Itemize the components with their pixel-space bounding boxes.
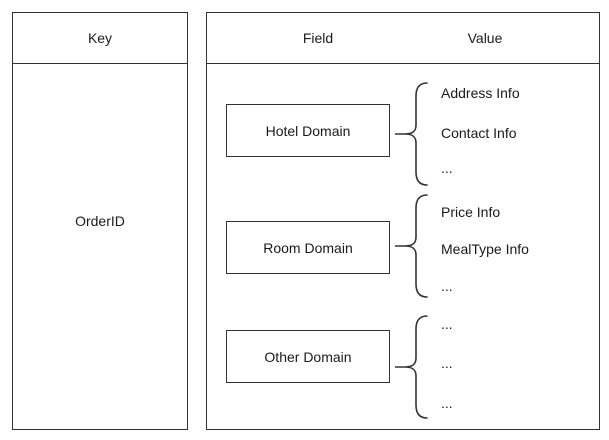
key-value-orderid: OrderID (75, 213, 125, 229)
brace-icon (395, 315, 428, 419)
field-value-panel: Field Value Hotel Domain Address Info Co… (206, 12, 600, 430)
value-item: MealType Info (441, 241, 529, 257)
field-box-hotel-domain: Hotel Domain (226, 104, 390, 157)
field-column-header: Field (302, 30, 334, 46)
value-item: Contact Info (441, 125, 517, 141)
brace-icon (395, 82, 428, 186)
value-column-header: Value (467, 30, 503, 46)
key-header-label: Key (87, 30, 113, 46)
brace-icon (395, 194, 428, 298)
value-item-ellipsis: ... (441, 355, 453, 371)
field-box-other-domain: Other Domain (226, 330, 390, 383)
field-box-room-domain: Room Domain (226, 221, 390, 274)
value-item: Address Info (441, 85, 520, 101)
field-box-room-domain-label: Room Domain (263, 239, 353, 256)
value-item-ellipsis: ... (441, 395, 453, 411)
field-value-panel-header: Field Value (207, 13, 599, 64)
value-item-ellipsis: ... (441, 160, 453, 176)
field-box-other-domain-label: Other Domain (264, 348, 352, 365)
key-panel: Key OrderID (12, 12, 188, 430)
key-panel-header: Key (13, 13, 187, 64)
value-item-ellipsis: ... (441, 278, 453, 294)
value-item-ellipsis: ... (441, 316, 453, 332)
field-box-hotel-domain-label: Hotel Domain (265, 122, 351, 139)
value-item: Price Info (441, 204, 501, 220)
